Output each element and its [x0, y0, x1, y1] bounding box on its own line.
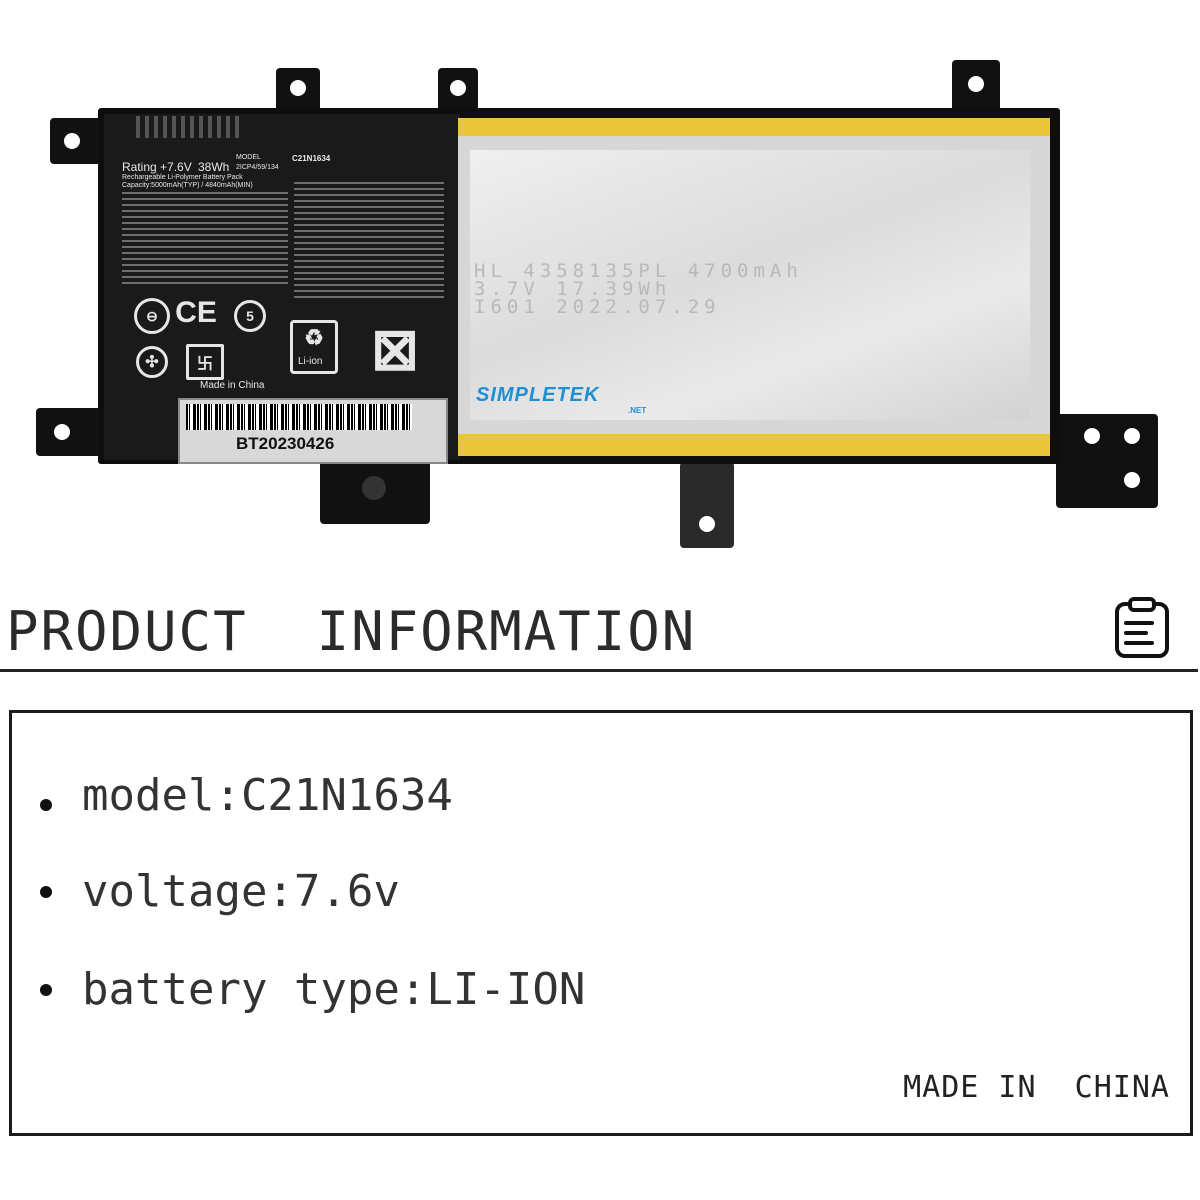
certification-icon: ✣ — [136, 346, 168, 378]
barcode-text: BT20230426 — [236, 434, 335, 453]
clipboard-icon — [1115, 597, 1169, 658]
bullet-icon — [40, 983, 52, 996]
info-item-label: model:C21N1634 — [82, 770, 453, 821]
battery-pack-type: Rechargeable Li-Polymer Battery Pack — [122, 174, 243, 181]
battery-model-code: C21N1634 — [292, 154, 331, 163]
brand-logo: SIMPLETEK — [476, 384, 600, 406]
mounting-tab — [952, 60, 1000, 114]
mounting-tab — [1056, 414, 1158, 508]
section-title: PRODUCT INFORMATION — [6, 600, 697, 663]
made-in-footer: MADE IN CHINA — [903, 1070, 1170, 1105]
battery-vent — [136, 116, 240, 138]
battery-rating: Rating +7.6V — [122, 160, 192, 174]
battery-model-label: MODEL — [236, 154, 261, 161]
info-item-label: voltage:7.6v — [82, 866, 400, 917]
bullet-icon — [40, 885, 52, 898]
connector-tab — [680, 462, 734, 548]
brand-logo-suffix: .NET — [628, 406, 647, 415]
certification-icon: ⊖ — [134, 298, 170, 334]
ce-mark-icon: CE — [175, 296, 217, 329]
cell-stamp-line: 3.7V 17.39Wh — [474, 278, 672, 300]
recycle-period-icon: 5 — [234, 300, 266, 332]
recycle-label: Li-ion — [298, 356, 323, 367]
product-info-box — [9, 710, 1193, 1136]
cell-stamp-line: HL 4358135PL 4700mAh — [474, 260, 803, 282]
warning-text-block — [294, 182, 444, 300]
recycle-icon: ♻ — [290, 320, 338, 374]
mounting-tab — [36, 408, 106, 456]
mounting-tab — [438, 68, 478, 114]
certification-icon: 卐 — [186, 344, 224, 380]
battery-photo: Rating +7.6V 38Wh MODEL C21N1634 2ICP4/5… — [0, 0, 1200, 560]
mounting-tab — [50, 118, 106, 164]
mounting-tab — [276, 68, 320, 114]
battery-energy: 38Wh — [198, 160, 230, 174]
weee-bin-icon: ⊠ — [370, 317, 420, 382]
info-item: voltage:7.6v — [40, 866, 400, 917]
bullet-icon — [40, 798, 52, 811]
connector — [320, 458, 430, 524]
info-item: battery type:LI-ION — [40, 964, 585, 1015]
barcode — [186, 404, 412, 430]
cell-stamp-line: I601 2022.07.29 — [474, 296, 721, 318]
info-item-label: battery type:LI-ION — [82, 964, 586, 1015]
battery-cell-code: 2ICP4/59/134 — [236, 164, 279, 171]
made-in-china-label: Made in China — [200, 380, 265, 391]
cell-wrap — [470, 150, 1030, 420]
divider — [0, 669, 1198, 672]
info-item: model:C21N1634 — [40, 770, 453, 821]
battery-capacity: Capacity:5000mAh(TYP) / 4840mAh(MIN) — [122, 182, 253, 189]
warning-text-block — [122, 192, 288, 284]
